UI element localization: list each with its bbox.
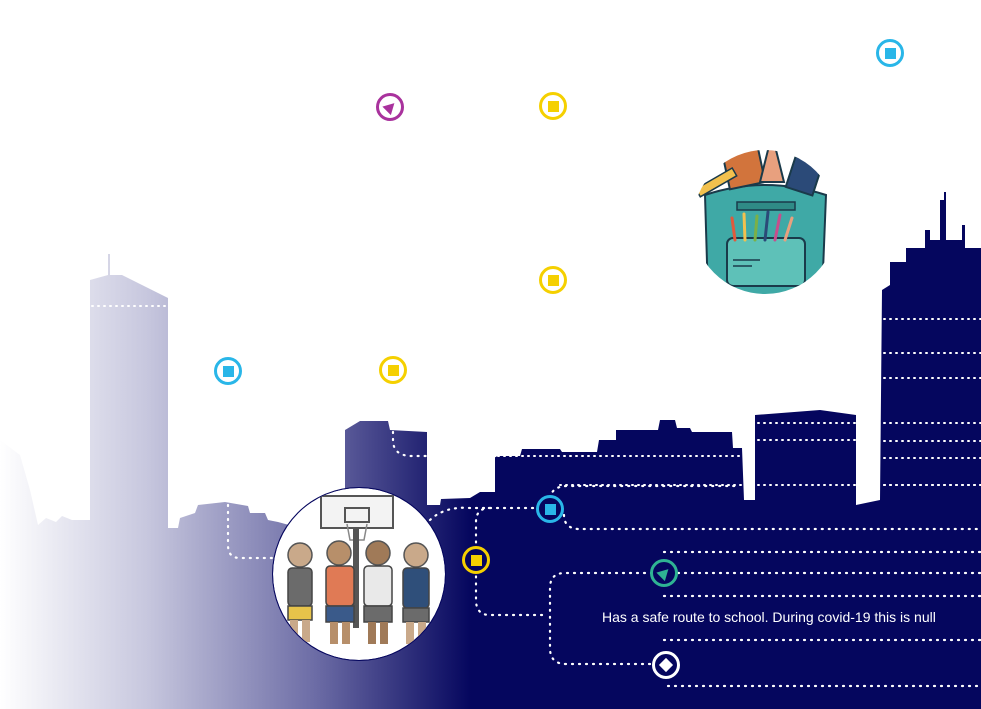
square-icon [222, 365, 234, 377]
marker-yellow-mid[interactable] [539, 266, 567, 294]
marker-yellow-route[interactable] [462, 546, 490, 574]
triangle-icon [655, 564, 673, 582]
marker-teal-route[interactable] [650, 559, 678, 587]
marker-yellow-top[interactable] [539, 92, 567, 120]
marker-cyan-left[interactable] [214, 357, 242, 385]
square-icon [470, 554, 482, 566]
basketball-friends-icon [272, 487, 446, 661]
marker-yellow-left[interactable] [379, 356, 407, 384]
diamond-icon [658, 657, 674, 673]
window-dots [91, 305, 981, 486]
triangle-icon [381, 98, 399, 116]
square-icon [547, 274, 559, 286]
route-caption: Has a safe route to school. During covid… [602, 609, 936, 625]
marker-purple-top[interactable] [376, 93, 404, 121]
marker-cyan-route[interactable] [536, 495, 564, 523]
backpack-icon [693, 150, 837, 294]
square-icon [544, 503, 556, 515]
square-icon [547, 100, 559, 112]
marker-cyan-top-right[interactable] [876, 39, 904, 67]
square-icon [884, 47, 896, 59]
skyline-silhouette [0, 192, 981, 709]
route-paths [226, 423, 981, 688]
marker-white-route[interactable] [652, 651, 680, 679]
square-icon [387, 364, 399, 376]
